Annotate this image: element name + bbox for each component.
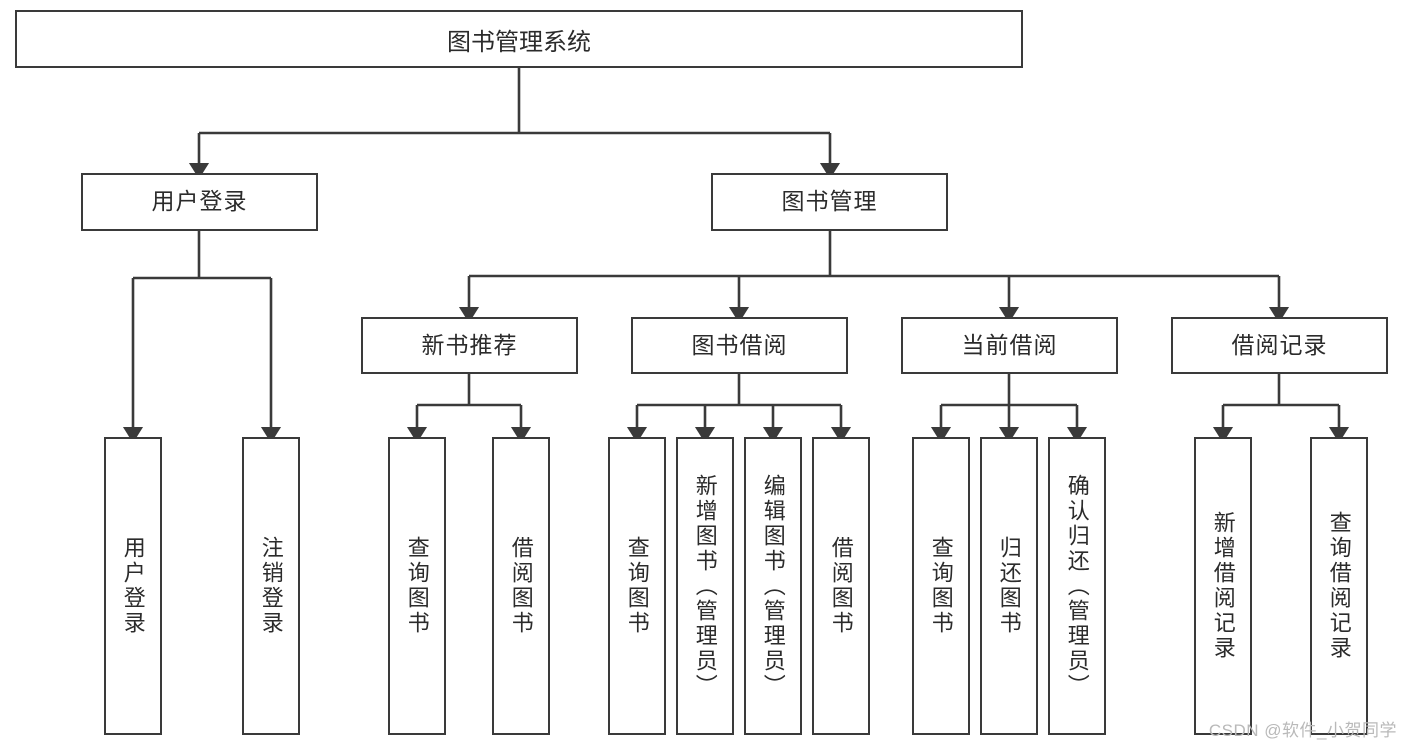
leaf-edit-book[interactable]: 编辑图书（管理员）	[744, 437, 802, 735]
node-book-borrow-label: 图书借阅	[691, 331, 788, 358]
node-new-book-recommend-label: 新书推荐	[421, 331, 518, 358]
leaf-logout-login[interactable]: 注销登录	[242, 437, 300, 735]
leaf-confirm-return[interactable]: 确认归还（管理员）	[1048, 437, 1106, 735]
leaf-add-record-label: 新增借阅记录	[1210, 511, 1236, 661]
node-borrow-record-label: 借阅记录	[1231, 331, 1328, 358]
leaf-return-book-label: 归还图书	[996, 536, 1022, 636]
leaf-add-book[interactable]: 新增图书（管理员）	[676, 437, 734, 735]
leaf-query-book-3-label: 查询图书	[928, 536, 954, 636]
node-current-borrow[interactable]: 当前借阅	[901, 317, 1118, 374]
leaf-borrow-book-1[interactable]: 借阅图书	[492, 437, 550, 735]
leaf-logout-login-label: 注销登录	[258, 536, 284, 636]
node-root-system[interactable]: 图书管理系统	[15, 10, 1023, 68]
node-current-borrow-label: 当前借阅	[961, 331, 1058, 358]
leaf-query-record[interactable]: 查询借阅记录	[1310, 437, 1368, 735]
leaf-query-book-1[interactable]: 查询图书	[388, 437, 446, 735]
node-book-manage[interactable]: 图书管理	[711, 173, 948, 231]
leaf-query-book-2[interactable]: 查询图书	[608, 437, 666, 735]
node-book-manage-label: 图书管理	[781, 188, 878, 215]
leaf-query-book-3[interactable]: 查询图书	[912, 437, 970, 735]
node-user-login[interactable]: 用户登录	[81, 173, 318, 231]
node-root-system-label: 图书管理系统	[447, 28, 591, 56]
leaf-query-book-1-label: 查询图书	[404, 536, 430, 636]
leaf-query-book-2-label: 查询图书	[624, 536, 650, 636]
leaf-edit-book-label: 编辑图书（管理员）	[760, 473, 786, 699]
node-borrow-record[interactable]: 借阅记录	[1171, 317, 1388, 374]
node-book-borrow[interactable]: 图书借阅	[631, 317, 848, 374]
leaf-user-login-label: 用户登录	[120, 536, 146, 636]
leaf-borrow-book-2[interactable]: 借阅图书	[812, 437, 870, 735]
leaf-return-book[interactable]: 归还图书	[980, 437, 1038, 735]
leaf-user-login[interactable]: 用户登录	[104, 437, 162, 735]
watermark: CSDN @软件_小贺同学	[1208, 721, 1397, 740]
leaf-query-record-label: 查询借阅记录	[1326, 511, 1352, 661]
leaf-add-book-label: 新增图书（管理员）	[692, 473, 718, 699]
leaf-confirm-return-label: 确认归还（管理员）	[1064, 473, 1090, 699]
leaf-add-record[interactable]: 新增借阅记录	[1194, 437, 1252, 735]
leaf-borrow-book-2-label: 借阅图书	[828, 536, 854, 636]
node-user-login-label: 用户登录	[151, 188, 248, 215]
node-new-book-recommend[interactable]: 新书推荐	[361, 317, 578, 374]
leaf-borrow-book-1-label: 借阅图书	[508, 536, 534, 636]
